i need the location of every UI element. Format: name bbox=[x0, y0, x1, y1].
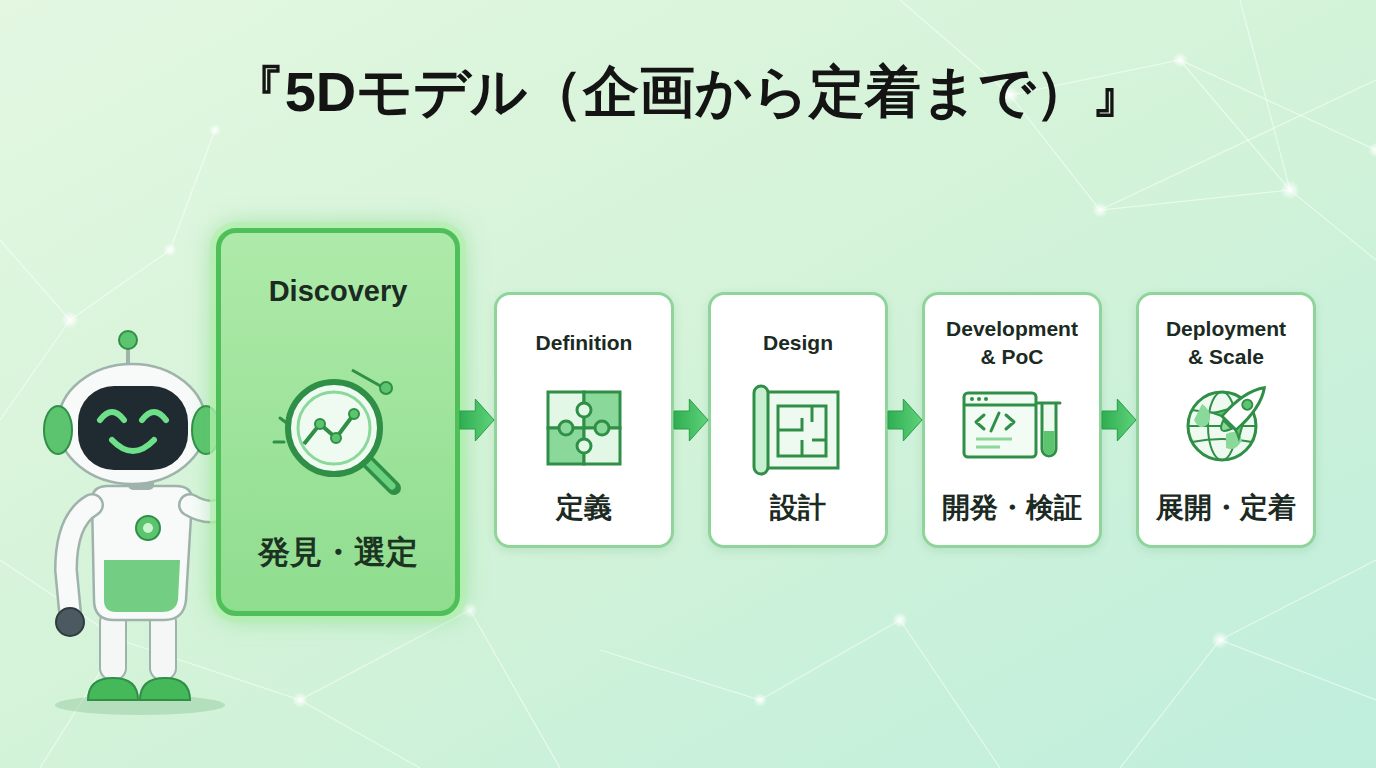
stage-label: 展開・定着 bbox=[1139, 491, 1313, 525]
flow-arrow bbox=[1102, 399, 1136, 441]
stage-label: 発見・選定 bbox=[221, 533, 455, 571]
puzzle-icon bbox=[548, 392, 620, 464]
stage-name: Development & PoC bbox=[925, 311, 1099, 375]
code-icon bbox=[964, 393, 1060, 457]
magnifier-icon bbox=[274, 370, 394, 488]
flow-arrow bbox=[674, 399, 708, 441]
stage-box: Design 設計 bbox=[708, 292, 888, 548]
active-stage-box: Discovery 発見・選定 bbox=[216, 228, 460, 616]
blueprint-icon bbox=[754, 386, 838, 474]
stage-box: Deployment & Scale 展開・定着 bbox=[1136, 292, 1316, 548]
stage-label: 定義 bbox=[497, 491, 671, 525]
stage-box: Definition 定義 bbox=[494, 292, 674, 548]
flow-arrow bbox=[460, 399, 494, 441]
stage-box: Development & PoC 開発・検証 bbox=[922, 292, 1102, 548]
diagram-title: 『5Dモデル（企画から定着まで）』 bbox=[0, 58, 1376, 125]
stage-label: 開発・検証 bbox=[925, 491, 1099, 525]
stage-label: 設計 bbox=[711, 491, 885, 525]
stage-name: Deployment & Scale bbox=[1139, 311, 1313, 375]
network-dots bbox=[61, 52, 1376, 708]
stage-name: Design bbox=[711, 311, 885, 375]
stage-name: Definition bbox=[497, 311, 671, 375]
globe-rocket-icon bbox=[1188, 375, 1277, 460]
flow-arrow bbox=[888, 399, 922, 441]
stage-name: Discovery bbox=[221, 263, 455, 319]
